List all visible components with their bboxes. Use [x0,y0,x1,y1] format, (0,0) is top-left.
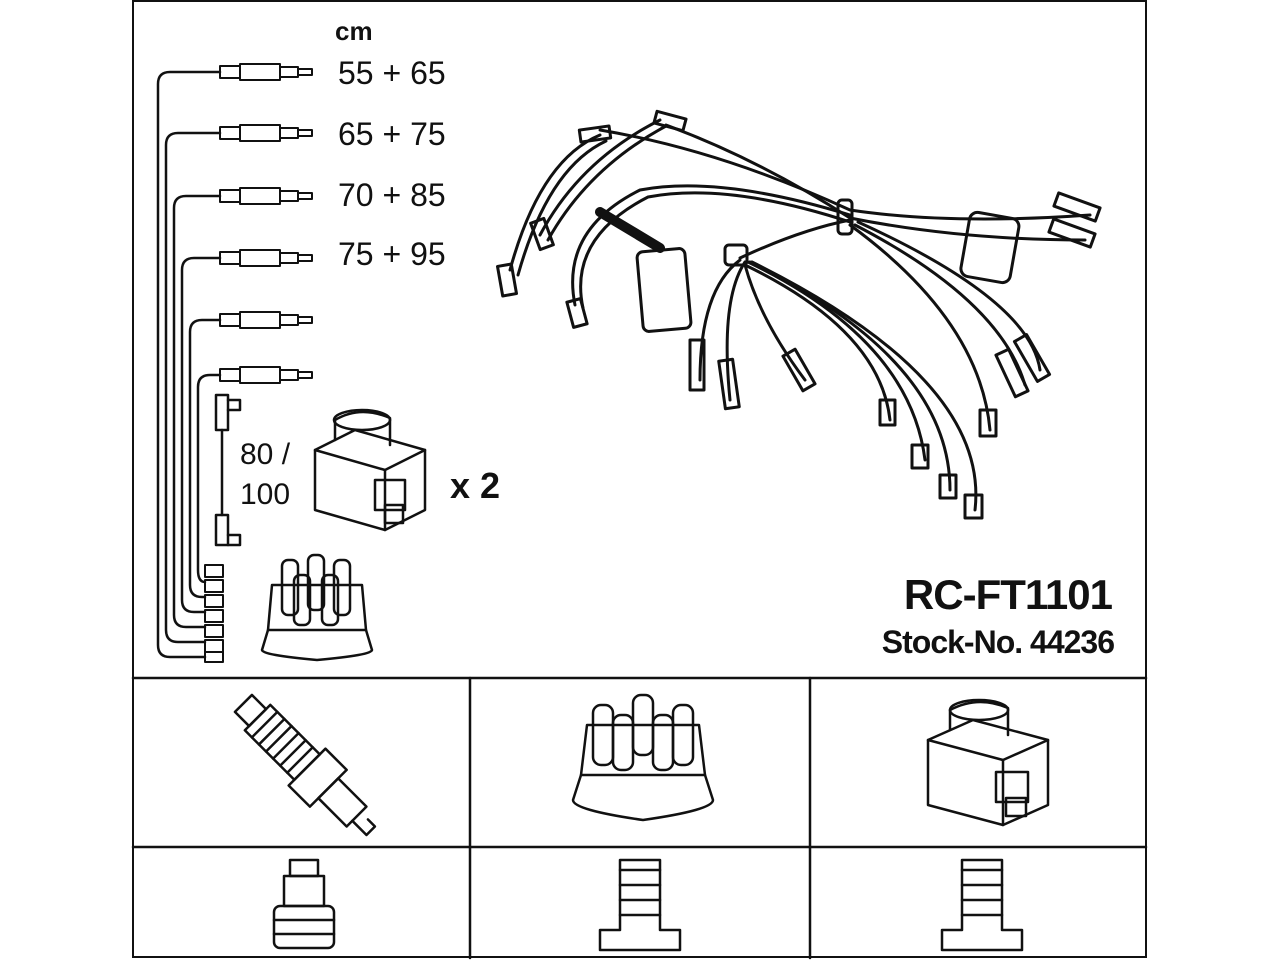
lead-length-3: 70 + 85 [338,177,446,213]
lead-length-2: 65 + 75 [338,116,446,152]
lead-length-4: 75 + 95 [338,236,446,272]
stock-number: Stock-No. 44236 [881,624,1115,660]
cap-connector-icon [598,858,682,952]
coil-lead-length-b: 100 [240,478,291,511]
distributor-cap-small [260,553,374,662]
lead-bundle-schematic [156,70,222,659]
lead-connectors [204,63,313,663]
diagram-frame [132,0,1147,958]
grid-lines [131,676,1148,960]
coil-lead [214,393,242,547]
coil-lead-length-a: 80 / [240,438,291,471]
length-unit-label: cm [335,16,373,46]
lead-set-photo [496,109,1102,520]
lead-length-1: 55 + 65 [338,55,446,91]
plug-connector-icon [272,858,336,950]
spark-plug-illustration [233,693,377,837]
kit-code: RC-FT1101 [903,571,1113,618]
distributor-cap-illustration [571,693,715,822]
coil-connector-icon [940,858,1024,952]
ignition-coil-illustration [926,698,1050,827]
coil-illustration-small [313,408,427,532]
coil-quantity: x 2 [450,465,501,506]
